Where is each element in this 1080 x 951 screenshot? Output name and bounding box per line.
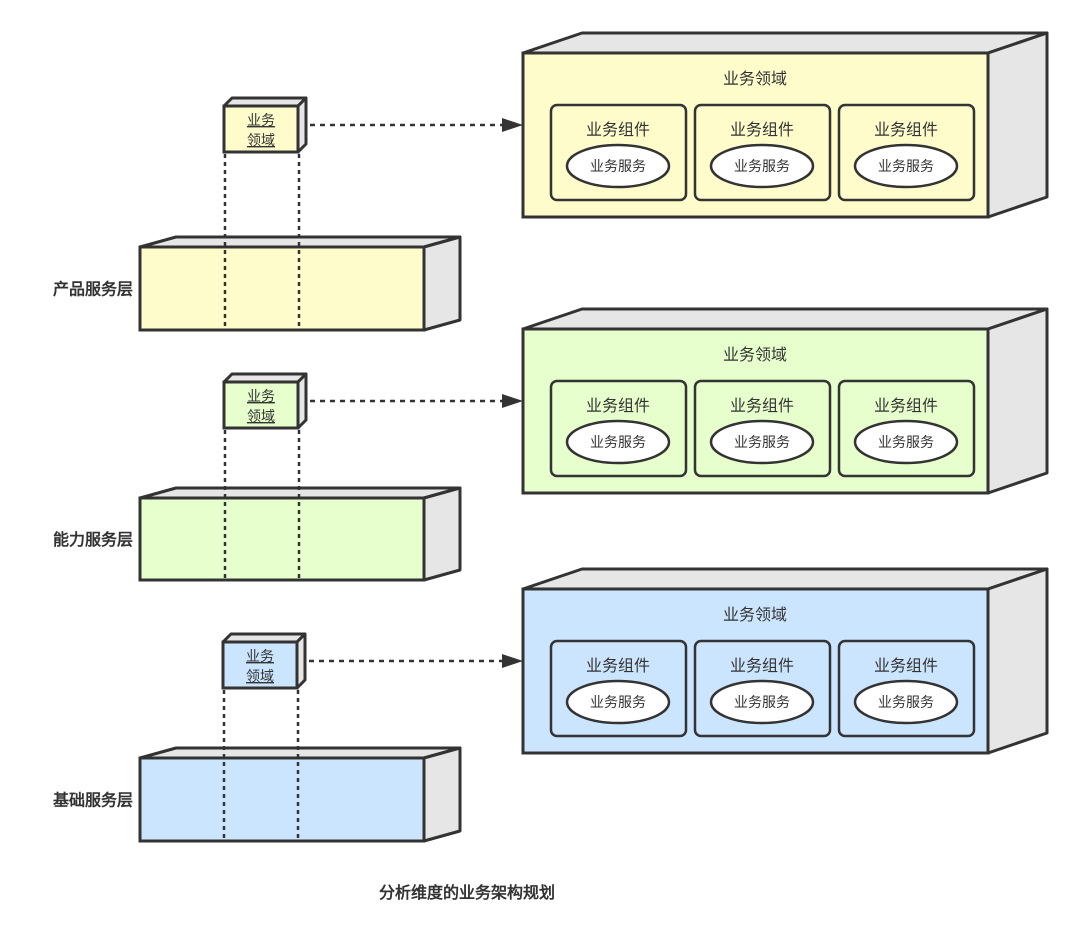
service-label: 业务服务 bbox=[734, 695, 790, 711]
box-front-face bbox=[138, 496, 426, 582]
service-ellipse bbox=[853, 679, 959, 725]
diagram-title: 分析维度的业务架构规划 bbox=[379, 883, 555, 902]
service-ellipse bbox=[853, 419, 959, 465]
small-box-text-line1: 业务 bbox=[247, 113, 275, 129]
box-top-face bbox=[521, 31, 1049, 55]
box-front-face bbox=[138, 245, 426, 332]
service-ellipse bbox=[709, 679, 815, 725]
small-box-text-line2: 领域 bbox=[247, 409, 275, 425]
box-side-face bbox=[422, 746, 462, 843]
service-ellipse bbox=[709, 143, 815, 189]
small-box-text-line2: 领域 bbox=[246, 669, 274, 685]
box-front-face bbox=[222, 380, 300, 430]
arrowhead-icon bbox=[502, 394, 523, 408]
component-title: 业务组件 bbox=[874, 120, 938, 139]
service-ellipse bbox=[565, 143, 671, 189]
box-front-face bbox=[138, 756, 426, 843]
service-label: 业务服务 bbox=[878, 435, 934, 451]
component-title: 业务组件 bbox=[730, 396, 794, 415]
small-box-text-line2: 领域 bbox=[247, 133, 275, 149]
service-label: 业务服务 bbox=[590, 435, 646, 451]
small-box-text-line1: 业务 bbox=[246, 649, 274, 665]
component-title: 业务组件 bbox=[874, 396, 938, 415]
arrowhead-icon bbox=[502, 118, 523, 132]
box-front-face bbox=[221, 640, 299, 690]
small-box-text-line1: 业务 bbox=[247, 389, 275, 405]
service-label: 业务服务 bbox=[878, 695, 934, 711]
layer-label: 能力服务层 bbox=[53, 530, 133, 549]
box-side-face bbox=[986, 567, 1049, 755]
domain-title: 业务领域 bbox=[723, 69, 787, 88]
service-label: 业务服务 bbox=[734, 435, 790, 451]
service-label: 业务服务 bbox=[734, 159, 790, 175]
domain-title: 业务领域 bbox=[723, 345, 787, 364]
layer-label: 基础服务层 bbox=[52, 791, 133, 810]
service-label: 业务服务 bbox=[878, 159, 934, 175]
service-ellipse bbox=[709, 419, 815, 465]
box-front-face bbox=[222, 104, 300, 154]
layer-box bbox=[138, 746, 462, 843]
component-title: 业务组件 bbox=[586, 656, 650, 675]
small-domain-box: 业务领域 bbox=[222, 372, 308, 430]
service-ellipse bbox=[853, 143, 959, 189]
box-top-face bbox=[521, 307, 1049, 331]
domain-title: 业务领域 bbox=[723, 605, 787, 624]
component-title: 业务组件 bbox=[586, 396, 650, 415]
arrowhead-icon bbox=[502, 654, 523, 668]
service-label: 业务服务 bbox=[590, 159, 646, 175]
component-title: 业务组件 bbox=[730, 120, 794, 139]
component-title: 业务组件 bbox=[874, 656, 938, 675]
box-side-face bbox=[986, 307, 1049, 495]
service-ellipse bbox=[565, 419, 671, 465]
layer-label: 产品服务层 bbox=[53, 280, 133, 299]
box-side-face bbox=[422, 235, 462, 332]
box-side-face bbox=[422, 486, 462, 582]
small-domain-box: 业务领域 bbox=[222, 96, 308, 154]
layer-box bbox=[138, 486, 462, 582]
component-title: 业务组件 bbox=[586, 120, 650, 139]
service-ellipse bbox=[565, 679, 671, 725]
box-top-face bbox=[521, 567, 1049, 591]
box-side-face bbox=[986, 31, 1049, 219]
service-label: 业务服务 bbox=[590, 695, 646, 711]
layer-box bbox=[138, 235, 462, 332]
small-domain-box: 业务领域 bbox=[221, 632, 307, 690]
component-title: 业务组件 bbox=[730, 656, 794, 675]
